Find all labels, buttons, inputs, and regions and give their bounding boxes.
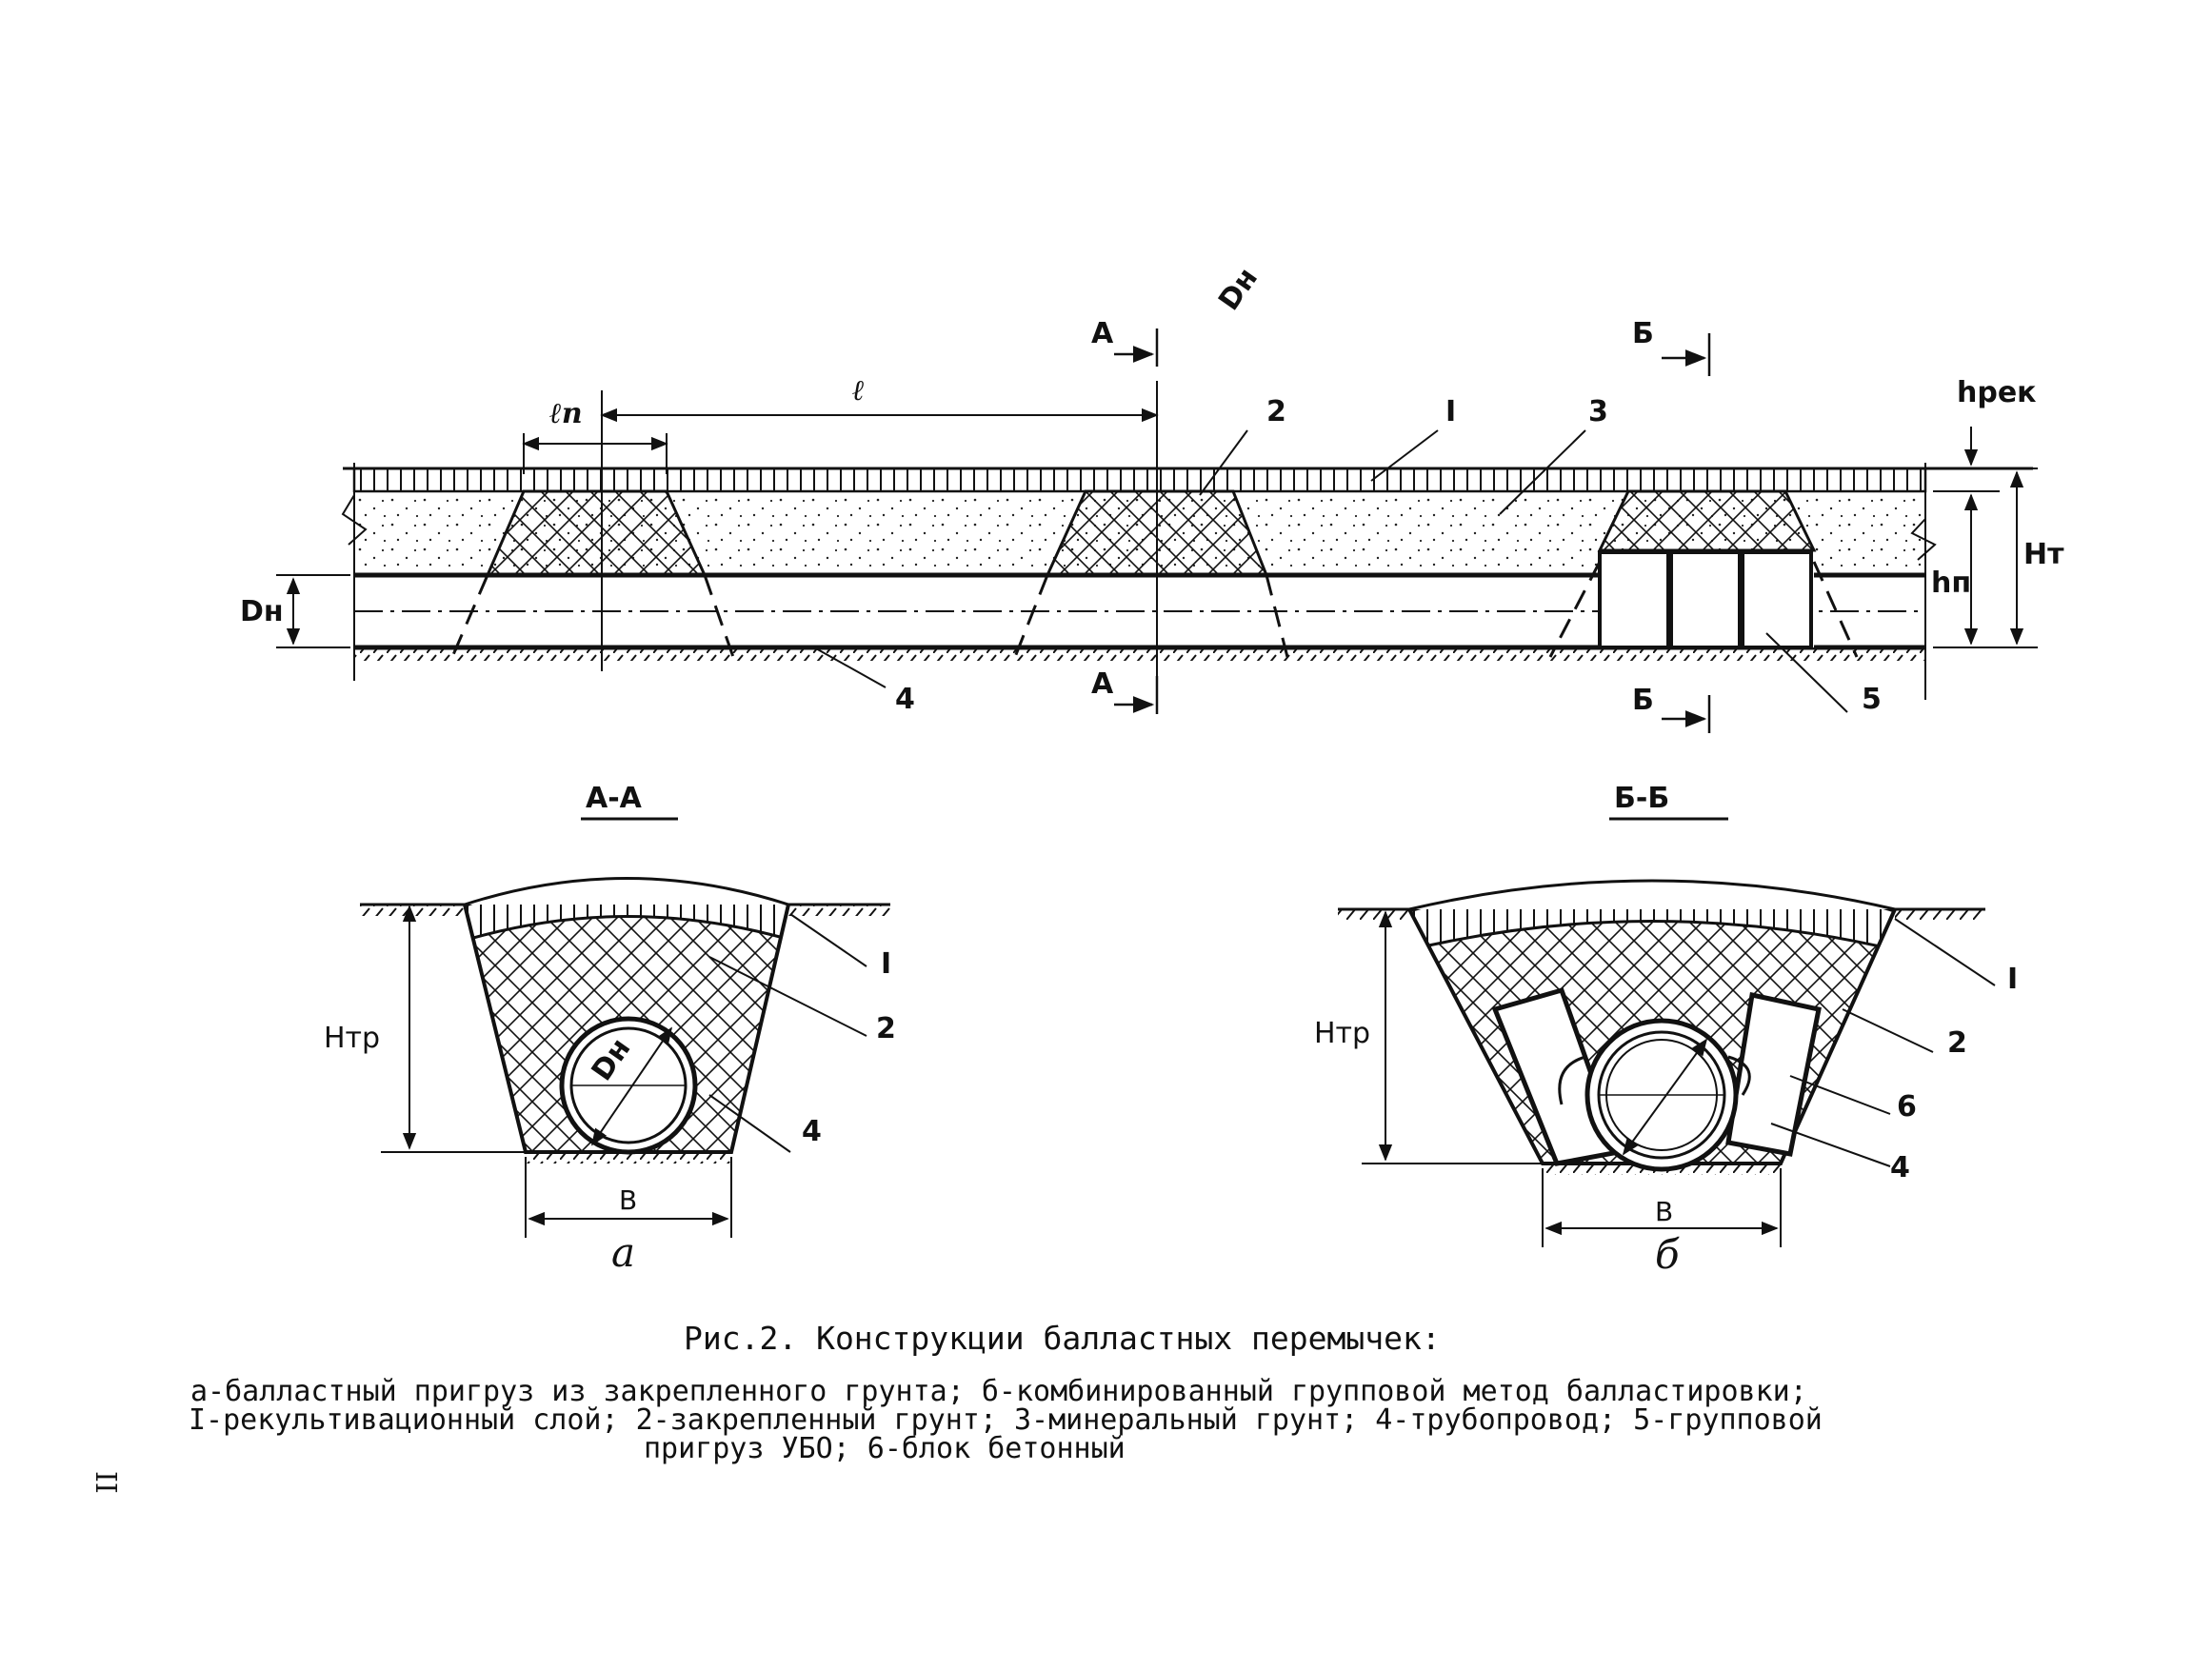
page-number: II (89, 1471, 122, 1494)
pipe-b-diameter-label: Dн (1212, 262, 1265, 316)
legend-line-3: пригруз УБО; 6-блок бетонный (644, 1432, 1126, 1465)
section-b-callout-6: 6 (1897, 1090, 1917, 1124)
section-a-a: А-А Dн Hтр B а (324, 782, 896, 1276)
Dn-label: Dн (240, 595, 284, 628)
section-b-callout-2: 2 (1947, 1026, 1967, 1060)
legend-line-1: а-балластный пригруз из закрепленного гр… (190, 1375, 1807, 1408)
longitudinal-view: А А Б Б ℓп ℓ hрек hп Hт Dн 2 I 3 4 5 (240, 317, 2064, 733)
section-b-bottom-label: Б (1632, 684, 1654, 717)
section-b-Htr-label: Hтр (1314, 1017, 1370, 1050)
trench-bottom-hatch (354, 647, 1925, 661)
section-b-B-label: B (1655, 1196, 1673, 1227)
section-a-letter: а (611, 1229, 635, 1276)
section-b-letter: б (1655, 1231, 1680, 1278)
section-a-bottom-label: А (1091, 667, 1114, 701)
figure-title: Рис.2. Конструкции балластных перемычек: (684, 1320, 1441, 1357)
section-a-callout-4: 4 (802, 1115, 822, 1148)
callout-5: 5 (1862, 683, 1882, 716)
hp-label: hп (1931, 567, 1971, 600)
section-b-title: Б-Б (1614, 782, 1669, 815)
l-label: ℓ (852, 374, 865, 408)
section-a-Htr-label: Hтр (324, 1022, 380, 1055)
Ht-label: Hт (2023, 538, 2064, 571)
ballast-plug-1 (485, 489, 707, 577)
section-b-callout-4: 4 (1890, 1151, 1910, 1184)
lp-label: ℓп (549, 397, 583, 430)
recultivation-layer (352, 467, 1927, 493)
section-a-top-label: А (1091, 317, 1114, 350)
section-b-b: Б-Б Dн Hтр B б (1212, 262, 2018, 1278)
section-a-B-label: B (619, 1184, 637, 1216)
section-b-top-label: Б (1632, 317, 1654, 350)
ballast-plug-3 (1597, 489, 1817, 552)
callout-3: 3 (1588, 395, 1608, 428)
hrek-label: hрек (1957, 376, 2037, 409)
section-a-callout-1: I (881, 947, 891, 981)
legend-line-2: I-рекультивационный слой; 2-закрепленный… (189, 1403, 1823, 1437)
section-a-title: А-А (586, 782, 643, 815)
callout-2: 2 (1266, 395, 1286, 428)
callout-1: I (1445, 395, 1456, 428)
callout-4: 4 (895, 683, 915, 716)
section-a-callout-2: 2 (876, 1012, 896, 1045)
section-b-callout-1: I (2007, 963, 2018, 996)
ubo-group-ballast (1598, 550, 1814, 649)
